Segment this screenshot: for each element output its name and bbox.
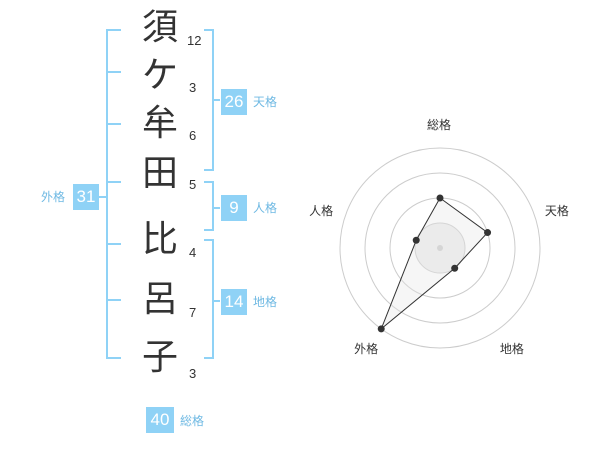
stroke-count: 4: [189, 245, 197, 260]
stroke-count: 7: [189, 305, 197, 320]
gaikaku-label: 外格: [41, 190, 66, 204]
radar-center: [437, 245, 443, 251]
radar-series-polygon: [380, 197, 489, 330]
radar-point: [451, 264, 459, 272]
chikaku-value-badge: 14: [221, 289, 247, 315]
stroke-count: 3: [189, 80, 197, 95]
jinkaku-value-badge: 9: [221, 195, 247, 221]
tenkaku-value-badge: 26: [221, 89, 247, 115]
jinkaku-label: 人格: [253, 201, 278, 215]
jinkaku-bracket: [204, 181, 214, 231]
gaikaku-bracket: [106, 29, 121, 359]
stroke-count: 6: [189, 128, 197, 143]
name-char: ケ: [141, 55, 178, 96]
radar-axis-label: 総格: [427, 118, 452, 132]
radar-ring: [364, 172, 516, 324]
tenkaku-label: 天格: [253, 95, 278, 109]
radar-ring: [339, 147, 541, 349]
radar-axis-label: 天格: [544, 203, 569, 218]
radar-point: [484, 229, 492, 237]
gaikaku-value-badge: 31: [73, 184, 99, 210]
name-char: 比: [141, 219, 178, 260]
stroke-count: 5: [189, 177, 197, 192]
name-char: 呂: [141, 279, 178, 320]
name-char: 牟: [141, 103, 178, 144]
stroke-count: 3: [189, 366, 197, 381]
radar-point: [377, 325, 385, 333]
radar-point: [436, 194, 444, 202]
radar-point: [412, 236, 420, 244]
chikaku-bracket: [204, 239, 214, 359]
name-char: 須: [141, 7, 178, 48]
radar-axis-label: 外格: [354, 342, 379, 357]
radar-axis-label: 地格: [499, 342, 524, 357]
soukaku-value-badge: 40: [146, 407, 174, 433]
soukaku-label: 総格: [180, 414, 205, 428]
radar-axis-label: 人格: [309, 203, 334, 218]
stroke-count: 12: [187, 33, 202, 48]
name-char: 子: [141, 337, 178, 378]
chikaku-label: 地格: [253, 295, 278, 309]
name-char: 田: [141, 153, 178, 194]
